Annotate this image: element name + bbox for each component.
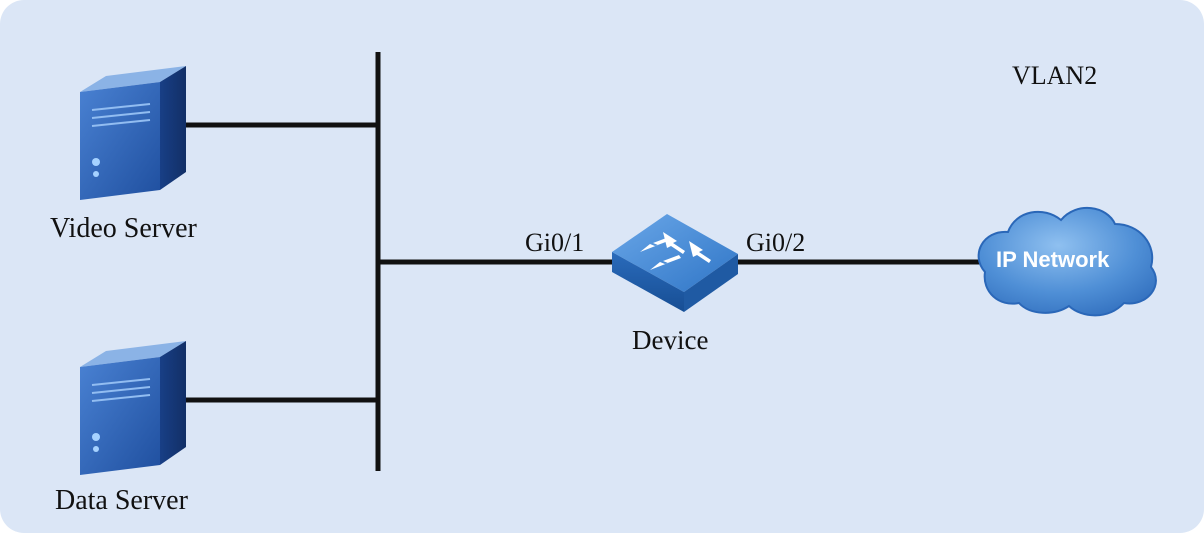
data-server-label: Data Server (55, 485, 189, 516)
device-label: Device (632, 325, 708, 355)
switch-icon (612, 214, 738, 312)
ip-network-label: IP Network (996, 247, 1110, 272)
video-server-label: Video Server (50, 213, 197, 244)
video-server-icon (80, 66, 186, 200)
port-left-label: Gi0/1 (525, 228, 584, 257)
vlan-label: VLAN2 (1012, 61, 1097, 90)
ip-network-cloud-icon: IP Network (977, 206, 1157, 317)
port-right-label: Gi0/2 (746, 228, 805, 257)
data-server-icon (80, 341, 186, 475)
